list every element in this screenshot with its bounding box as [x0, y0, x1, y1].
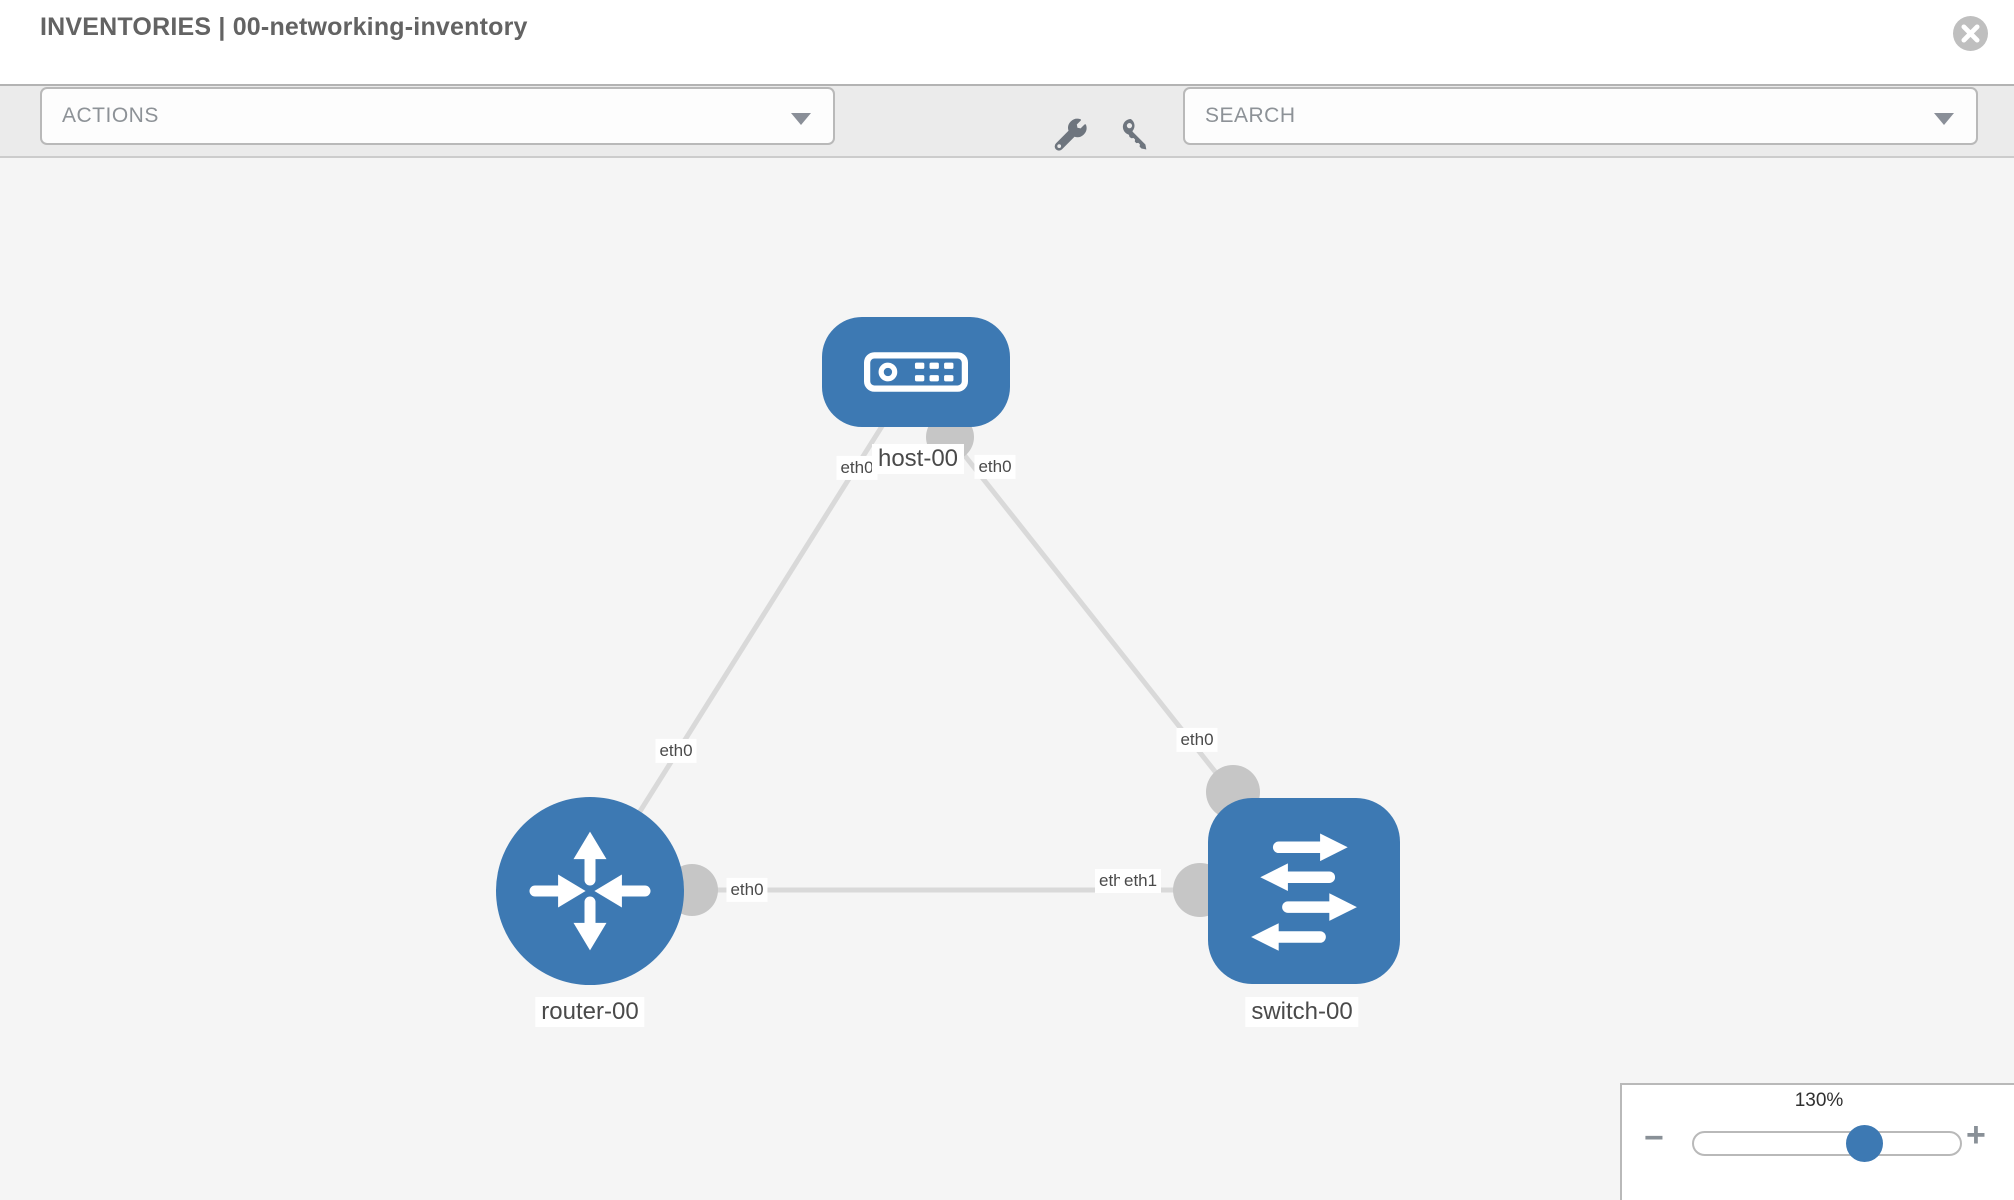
wrench-icon[interactable]: [1052, 116, 1088, 152]
close-button[interactable]: [1953, 16, 1988, 51]
router-icon: [529, 831, 651, 951]
zoom-slider-track[interactable]: [1692, 1131, 1962, 1156]
page-title: INVENTORIES | 00-networking-inventory: [40, 13, 528, 41]
close-icon: [1961, 24, 1980, 43]
zoom-in-button[interactable]: +: [1966, 1116, 1986, 1154]
node-host-00[interactable]: [822, 317, 1010, 427]
interface-label: eth0: [836, 455, 878, 481]
header: INVENTORIES | 00-networking-inventory: [0, 0, 2014, 84]
interface-label: eth0: [1176, 727, 1218, 753]
topology-canvas[interactable]: eth0 eth0 eth0 eth0 eth0 eth1 eth1 host-…: [0, 158, 2014, 1200]
interface-label: eth0: [655, 738, 697, 764]
interface-label: eth0: [974, 454, 1016, 480]
zoom-value: 130%: [1794, 1090, 1844, 1111]
toolbar: ACTIONS SEARCH: [0, 84, 2014, 158]
node-router-00[interactable]: [496, 797, 684, 985]
zoom-out-button[interactable]: −: [1644, 1119, 1664, 1157]
node-switch-00[interactable]: [1208, 798, 1400, 984]
links-layer: [587, 370, 1260, 917]
interface-label-front: eth1: [1120, 869, 1162, 894]
chevron-down-icon: [791, 113, 811, 125]
search-dropdown-label: SEARCH: [1205, 104, 1296, 127]
actions-dropdown-label: ACTIONS: [62, 104, 159, 127]
key-icon[interactable]: [1120, 116, 1156, 152]
node-label-router: router-00: [535, 997, 645, 1027]
search-dropdown[interactable]: SEARCH: [1183, 87, 1978, 145]
interface-label: eth0: [726, 877, 768, 903]
node-label-switch: switch-00: [1245, 997, 1359, 1027]
zoom-panel: 130% − +: [1620, 1083, 2014, 1200]
chevron-down-icon: [1934, 113, 1954, 125]
zoom-slider-thumb[interactable]: [1846, 1125, 1883, 1162]
actions-dropdown[interactable]: ACTIONS: [40, 87, 835, 145]
switch-icon: [1251, 833, 1357, 951]
node-label-host: host-00: [871, 444, 965, 474]
server-icon: [864, 352, 968, 392]
